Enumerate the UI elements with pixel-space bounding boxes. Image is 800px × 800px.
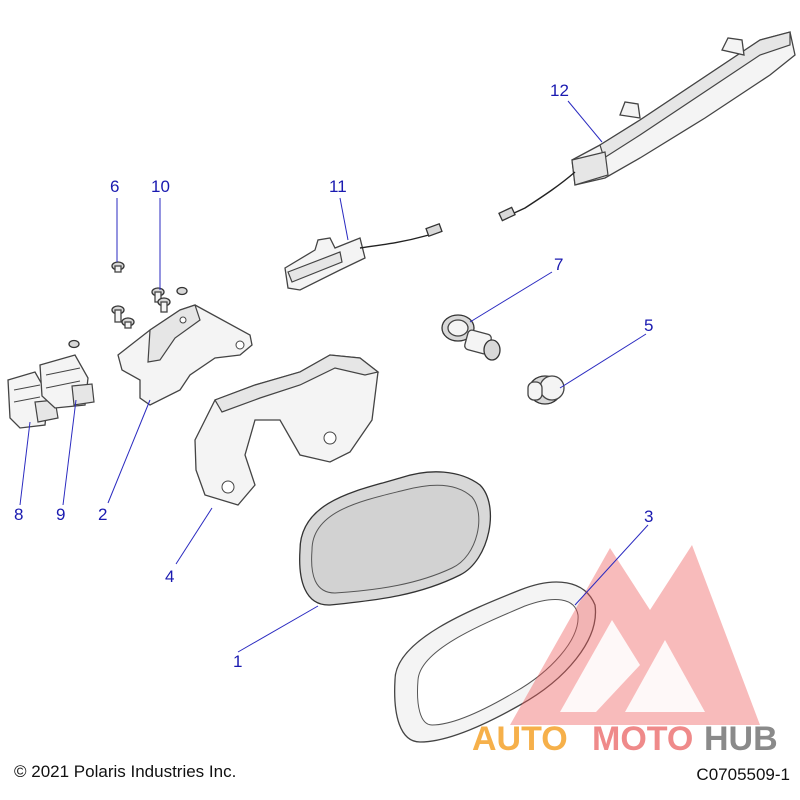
part-3-bezel bbox=[394, 581, 597, 743]
callout-12: 12 bbox=[550, 81, 569, 100]
part-10-screw-a bbox=[151, 287, 165, 303]
leader-12 bbox=[567, 100, 603, 143]
small-screw-left bbox=[68, 339, 80, 349]
callout-11: 11 bbox=[329, 177, 347, 196]
leader-8 bbox=[19, 421, 31, 506]
screws-group bbox=[68, 261, 188, 349]
callout-7: 7 bbox=[554, 255, 563, 274]
leader-5 bbox=[559, 333, 647, 389]
callout-10: 10 bbox=[151, 177, 170, 196]
callout-5: 5 bbox=[644, 316, 653, 335]
watermark-auto: AUTO bbox=[472, 720, 568, 758]
leader-2 bbox=[107, 399, 151, 504]
part-4-rear-housing bbox=[194, 354, 380, 506]
part-10-screw-c bbox=[176, 286, 188, 296]
leader-9 bbox=[62, 399, 77, 506]
part-5-knob bbox=[527, 375, 565, 405]
copyright-text: © 2021 Polaris Industries Inc. bbox=[14, 762, 237, 781]
leader-4 bbox=[175, 507, 213, 565]
part-7-ignition-switch bbox=[441, 314, 501, 361]
part-10-screw-b bbox=[157, 297, 171, 313]
callout-8: 8 bbox=[14, 505, 23, 524]
leader-11 bbox=[339, 197, 349, 241]
part-11-sensor-bracket bbox=[284, 223, 443, 291]
part-2-bracket bbox=[117, 304, 253, 406]
leader-lines bbox=[19, 100, 649, 653]
part-9-switch bbox=[39, 354, 95, 409]
part-6-screw bbox=[111, 261, 125, 273]
callout-6: 6 bbox=[110, 177, 119, 196]
callout-2: 2 bbox=[98, 505, 107, 524]
drawing-number: C0705509-1 bbox=[696, 765, 790, 784]
part-1-instrument-cluster bbox=[299, 471, 492, 606]
part-12-light-bar bbox=[498, 31, 796, 222]
callout-4: 4 bbox=[165, 567, 174, 586]
callout-labels: 1 2 3 4 5 6 7 8 9 10 11 12 bbox=[14, 81, 653, 671]
watermark-moto: MOTO bbox=[592, 720, 693, 758]
watermark-text: AUTO MOTO HUB bbox=[472, 720, 778, 758]
watermark-hub: HUB bbox=[704, 720, 778, 758]
callout-1: 1 bbox=[233, 652, 242, 671]
callout-3: 3 bbox=[644, 507, 653, 526]
leader-7 bbox=[469, 271, 553, 323]
leader-3 bbox=[574, 524, 649, 606]
leader-1 bbox=[237, 605, 319, 653]
watermark-logo bbox=[510, 545, 760, 725]
callout-9: 9 bbox=[56, 505, 65, 524]
part-10-screw-d bbox=[111, 305, 135, 329]
